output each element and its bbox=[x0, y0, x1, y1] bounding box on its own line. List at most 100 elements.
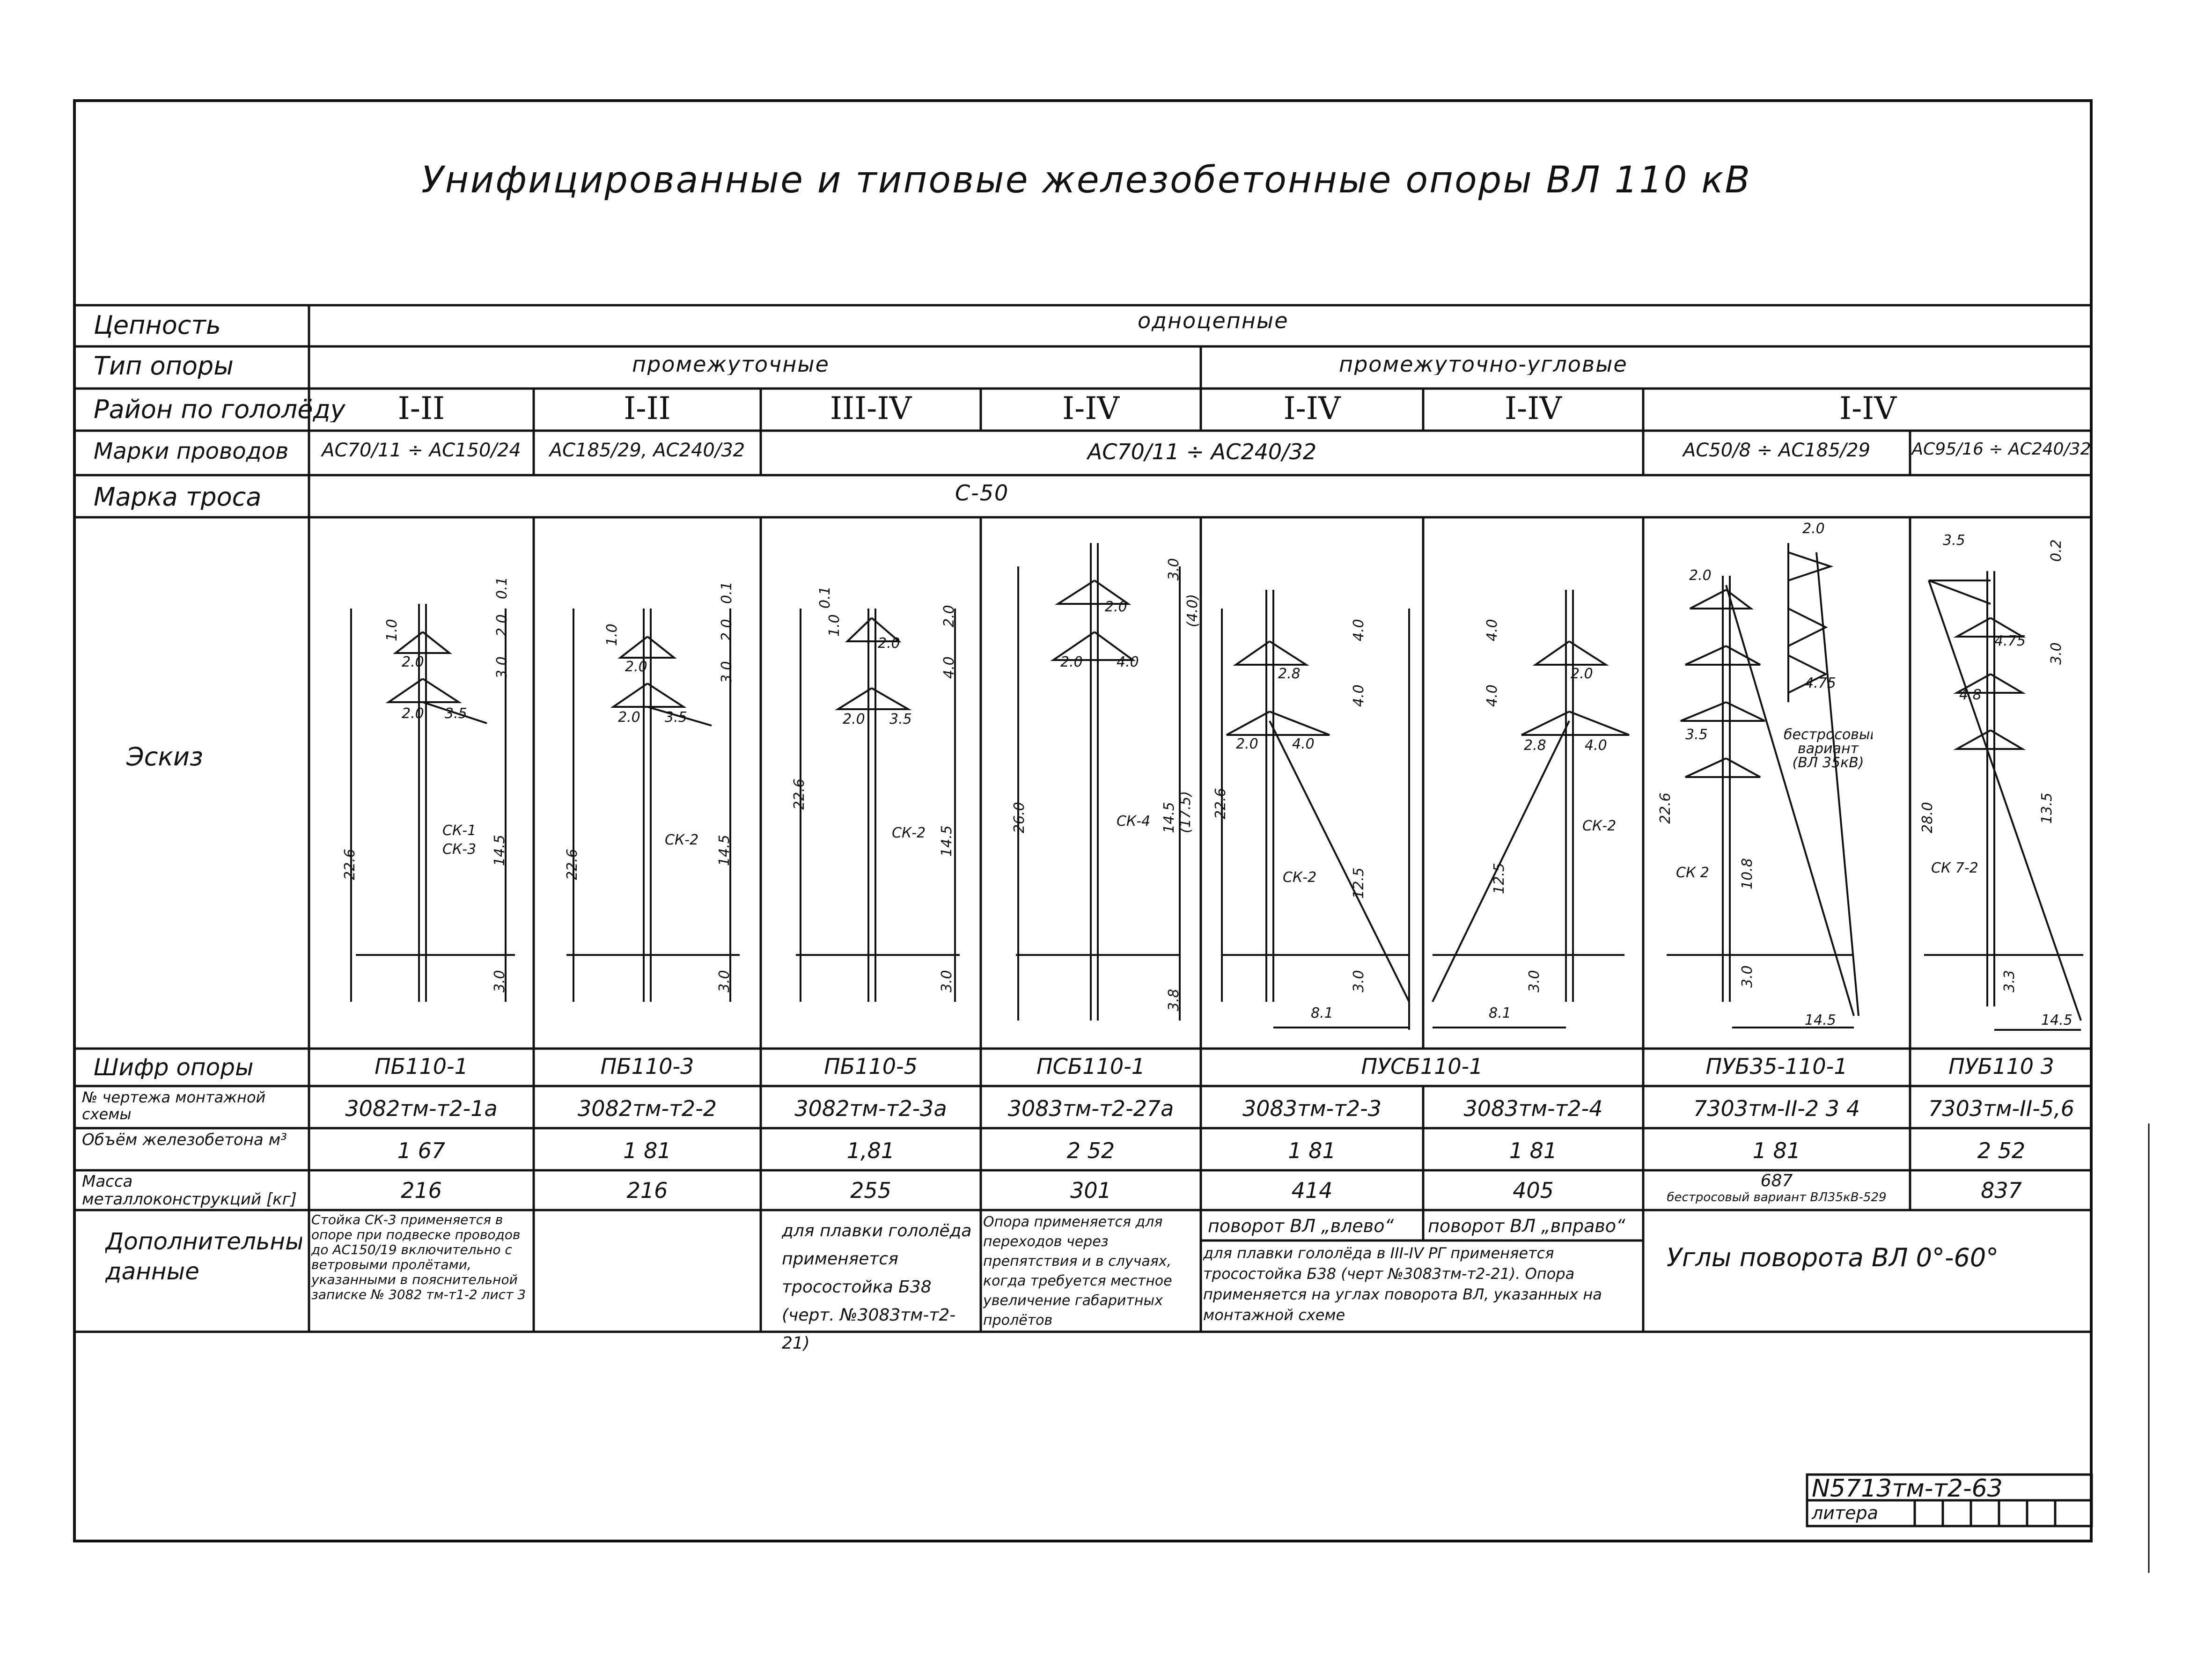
sketch-4-dim: (4.0) bbox=[1184, 594, 1201, 627]
sketch-4-dim: 3.0 bbox=[1166, 558, 1182, 580]
ice-region: I-IV bbox=[1283, 393, 1341, 424]
sketch-7-height: 10.8 bbox=[1739, 858, 1756, 889]
sketch-5-dim: 2.8 bbox=[1278, 667, 1301, 681]
sketch-3-dim: 2.0 bbox=[843, 712, 865, 727]
sketch-5-dim: 4.0 bbox=[1292, 737, 1315, 751]
sketch-1-dim: 1.0 bbox=[384, 619, 400, 641]
sketch-4-height: 26.0 bbox=[1011, 802, 1028, 833]
sketch-5-depth: 3.0 bbox=[1351, 970, 1367, 992]
sketch-2-post: СК-2 bbox=[665, 833, 699, 847]
metal-mass: 255 bbox=[850, 1180, 891, 1201]
sketch-2-dim: 0.1 bbox=[719, 581, 735, 604]
sketch-6-dim: 4.0 bbox=[1484, 684, 1500, 707]
sketch-2-dim: 2.0 bbox=[618, 711, 640, 725]
drawing-number: 3083тм-т2-27а bbox=[1007, 1098, 1174, 1119]
label-type: Тип опоры bbox=[94, 353, 234, 379]
sketch-5-dim: 4.0 bbox=[1351, 619, 1367, 641]
sketch-8-post: СК 7-2 bbox=[1931, 861, 1978, 875]
sketch-6-depth: 3.0 bbox=[1526, 970, 1543, 992]
sketch-1-dim: 3.0 bbox=[494, 656, 510, 679]
label-drawing: № чертежа монтажной схемы bbox=[82, 1089, 266, 1123]
sketch-2-height: 14.5 bbox=[716, 835, 733, 866]
ice-region: I-IV bbox=[1062, 393, 1120, 424]
sketch-1-dim: 2.0 bbox=[402, 707, 424, 721]
sketch-4-dim: 2.0 bbox=[1105, 600, 1127, 614]
drawing-sheet bbox=[73, 99, 2093, 1542]
concrete-volume: 1 81 bbox=[1509, 1140, 1558, 1161]
metal-mass: 414 bbox=[1291, 1180, 1333, 1201]
label-circuits: Цепность bbox=[94, 313, 221, 338]
sketch-6-dim: 2.0 bbox=[1571, 667, 1593, 681]
sketch-8-dim: 3.0 bbox=[2048, 642, 2065, 665]
sketch-6-base: 8.1 bbox=[1489, 1006, 1511, 1020]
sketch-3-dim: 4.0 bbox=[941, 656, 957, 679]
ice-region: I-II bbox=[397, 393, 445, 424]
wire-grade: АС185/29, АС240/32 bbox=[549, 441, 745, 460]
support-code: ПУБ35-110-1 bbox=[1705, 1056, 1848, 1077]
litera-label: литера bbox=[1812, 1503, 1878, 1523]
type-angle: промежуточно-угловые bbox=[1339, 353, 1628, 375]
sketch-7-dim: 2.0 bbox=[1689, 569, 1712, 583]
sketch-1-post-alt: СК-3 bbox=[442, 843, 477, 857]
sketch-5-height: 22.6 bbox=[1213, 788, 1229, 819]
document-code: N5713тм-т2-63 bbox=[1812, 1475, 2003, 1503]
sketch-3-dim: 2.0 bbox=[941, 605, 957, 627]
extra-note: поворот ВЛ „вправо“ bbox=[1428, 1216, 1625, 1236]
sketch-3-height: 22.6 bbox=[791, 778, 808, 810]
sketch-7-base: 14.5 bbox=[1805, 1013, 1836, 1028]
sketch-2-dim: 3.0 bbox=[719, 661, 735, 683]
sketch-5-post: СК-2 bbox=[1283, 871, 1317, 885]
sketch-7-dim: 2.0 bbox=[1802, 522, 1825, 536]
sketch-8-depth: 3.3 bbox=[2001, 970, 2018, 992]
concrete-volume: 2 52 bbox=[1977, 1140, 2026, 1161]
wire-grade: АС50/8 ÷ АС185/29 bbox=[1683, 441, 1871, 460]
label-code: Шифр опоры bbox=[94, 1056, 254, 1079]
sketch-1-height: 14.5 bbox=[492, 835, 508, 866]
sketch-7-dim: 3.5 bbox=[1685, 728, 1708, 742]
support-code: ПУБ110 3 bbox=[1948, 1056, 2054, 1077]
type-intermediate: промежуточные bbox=[632, 353, 830, 375]
sketch-5-dim: 2.0 bbox=[1236, 737, 1258, 751]
ice-region: I-II bbox=[624, 393, 671, 424]
sketch-3-dim: 3.5 bbox=[889, 712, 912, 727]
drawing-number: 3082тм-т2-2 bbox=[577, 1098, 717, 1119]
concrete-volume: 1 81 bbox=[623, 1140, 671, 1161]
sketch-6-dim: 4.0 bbox=[1585, 739, 1607, 753]
sketch-3-dim: 1.0 bbox=[826, 614, 843, 637]
sketch-4-post: СК-4 bbox=[1117, 815, 1151, 829]
sketch-5-base: 8.1 bbox=[1311, 1006, 1333, 1020]
ice-region: I-IV bbox=[1839, 393, 1897, 424]
concrete-volume: 1 81 bbox=[1752, 1140, 1801, 1161]
sketch-1-post: СК-1 bbox=[442, 824, 477, 838]
sketch-7-note: бестросовый вариант (ВЛ 35кВ) bbox=[1784, 728, 1873, 770]
extra-note: поворот ВЛ „влево“ bbox=[1208, 1216, 1394, 1236]
sketch-5-dim: 4.0 bbox=[1351, 684, 1367, 707]
wire-grade: АС70/11 ÷ АС150/24 bbox=[322, 441, 521, 460]
sketch-3-depth: 3.0 bbox=[939, 970, 955, 992]
extra-note: для плавки гололёда применяется трососто… bbox=[782, 1221, 972, 1353]
ice-region: III-IV bbox=[830, 393, 912, 424]
sketch-8-height: 13.5 bbox=[2039, 793, 2055, 824]
sketch-7-height: 22.6 bbox=[1657, 793, 1674, 824]
label-extra: Дополнительные данные bbox=[105, 1228, 302, 1285]
sketch-6-post: СК-2 bbox=[1582, 819, 1617, 833]
sketch-7-dim: 4.75 bbox=[1805, 676, 1836, 690]
extra-note: Опора применяется для переходов через пр… bbox=[983, 1214, 1172, 1329]
extra-note: Углы поворота ВЛ 0°-60° bbox=[1667, 1245, 1999, 1270]
sketch-5-height: 12.5 bbox=[1351, 867, 1367, 899]
sketch-1-dim: 2.0 bbox=[494, 614, 510, 637]
metal-mass-note: бестросовый вариант ВЛ35кВ-529 bbox=[1667, 1191, 1887, 1204]
sketch-6-dim: 2.8 bbox=[1524, 739, 1546, 753]
metal-mass: 301 bbox=[1070, 1180, 1111, 1201]
sketch-8-dim: 4.8 bbox=[1959, 688, 1982, 702]
sketch-2-dim: 2.0 bbox=[719, 619, 735, 641]
concrete-volume: 1,81 bbox=[846, 1140, 895, 1161]
sketch-3-dim: 0.1 bbox=[817, 586, 833, 609]
sketch-7-post: СК 2 bbox=[1676, 866, 1709, 880]
sketch-8-dim: 0.2 bbox=[2048, 539, 2065, 562]
concrete-volume: 1 81 bbox=[1288, 1140, 1336, 1161]
sketch-8-base: 14.5 bbox=[2041, 1013, 2072, 1028]
wire-grade: АС95/16 ÷ АС240/32 bbox=[1911, 441, 2091, 458]
label-ice: Район по гололёду bbox=[94, 397, 345, 422]
